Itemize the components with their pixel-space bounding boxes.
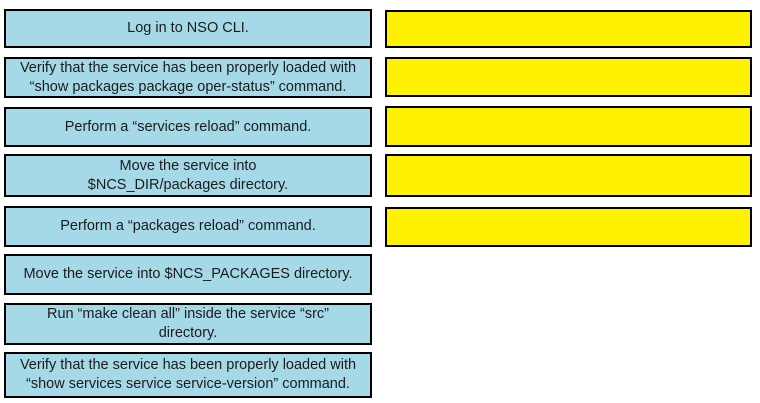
- drag-option-packages-reload[interactable]: Perform a “packages reload” command.: [4, 206, 372, 247]
- drag-option-services-reload[interactable]: Perform a “services reload” command.: [4, 107, 372, 147]
- answer-slot-1[interactable]: [385, 10, 752, 48]
- drag-option-move-ncs-packages[interactable]: Move the service into $NCS_PACKAGES dire…: [4, 254, 372, 295]
- drag-option-move-ncs-dir-packages[interactable]: Move the service into $NCS_DIR/packages …: [4, 154, 372, 197]
- drag-option-verify-oper-status[interactable]: Verify that the service has been properl…: [4, 57, 372, 98]
- answer-slot-3[interactable]: [385, 106, 752, 147]
- drag-option-make-clean-all[interactable]: Run “make clean all” inside the service …: [4, 303, 372, 345]
- answer-slot-5[interactable]: [385, 207, 752, 247]
- drag-option-login-nso-cli[interactable]: Log in to NSO CLI.: [4, 9, 372, 48]
- answer-slot-4[interactable]: [385, 154, 752, 197]
- drag-option-verify-service-version[interactable]: Verify that the service has been properl…: [4, 352, 372, 398]
- answer-slot-2[interactable]: [385, 57, 752, 97]
